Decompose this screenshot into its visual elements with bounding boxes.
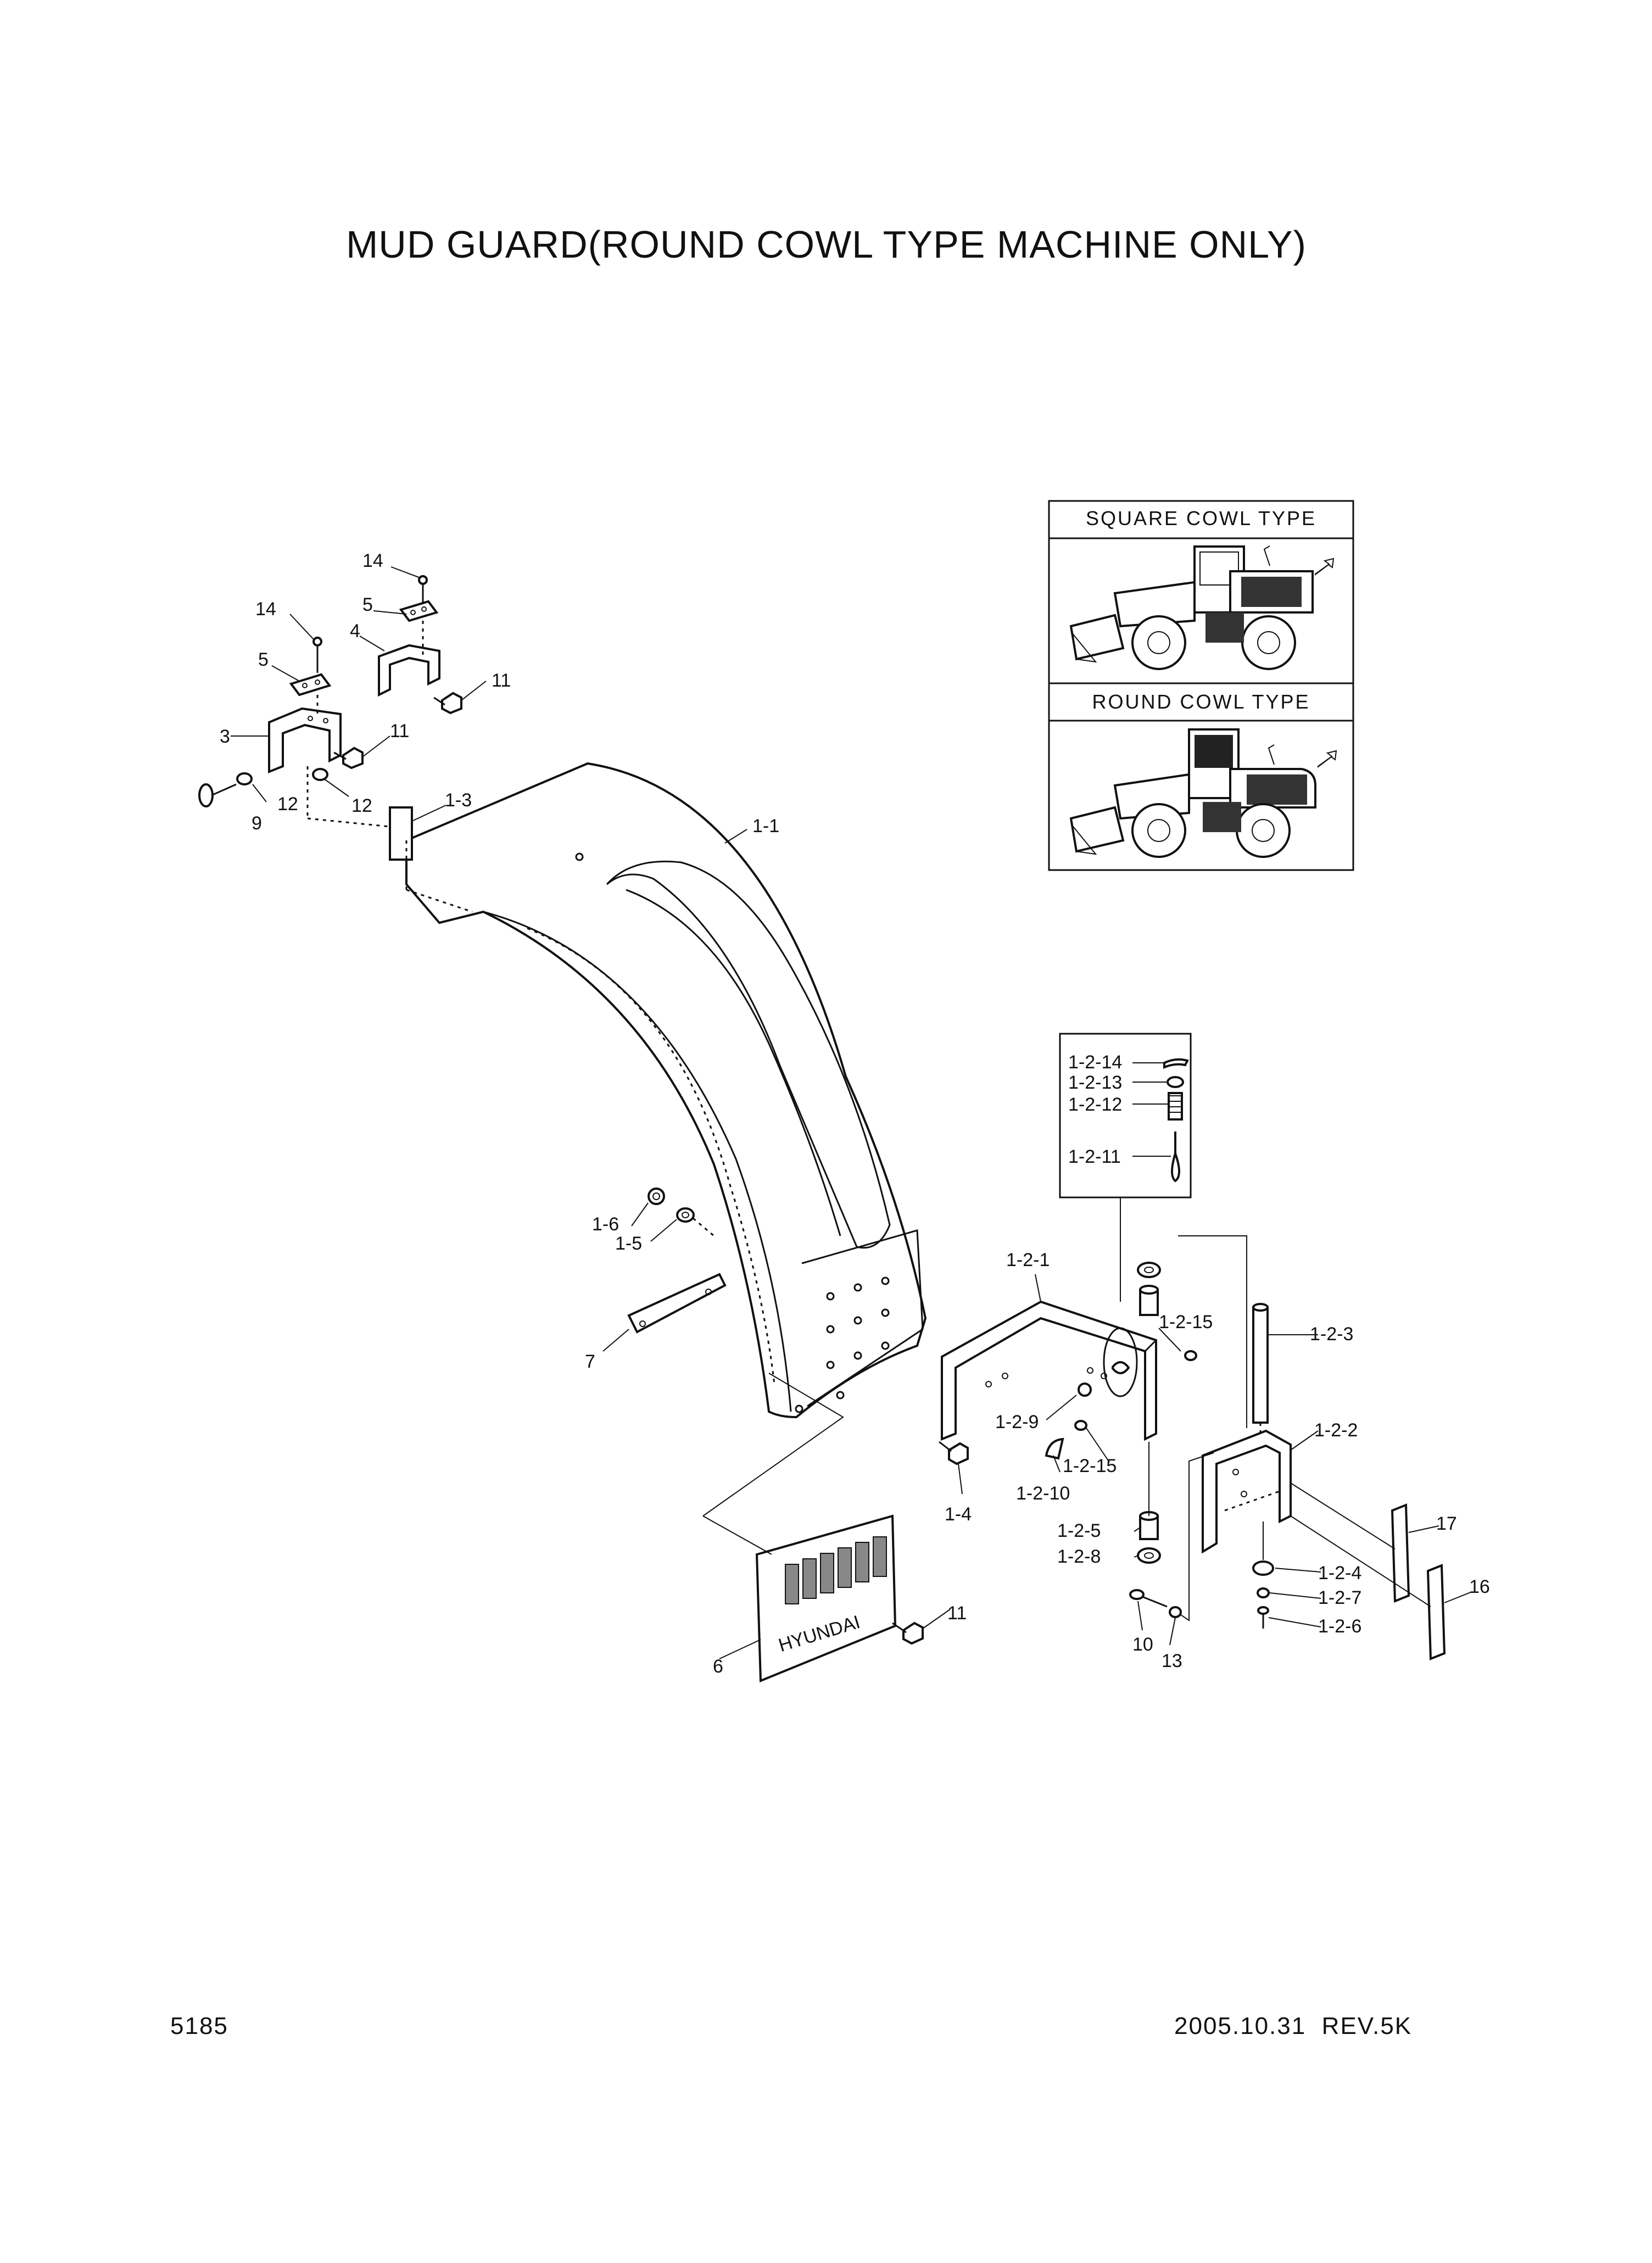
callout-1-2-15: 1-2-15 xyxy=(1063,1456,1117,1476)
washer-1-2-7 xyxy=(1257,1587,1270,1598)
mud-flap-6: HYUNDAI xyxy=(755,1514,897,1682)
callout-5: 5 xyxy=(258,649,269,670)
washer-1-2-8-lower xyxy=(1137,1547,1161,1564)
callout-1-2-13: 1-2-13 xyxy=(1068,1072,1122,1093)
washer-1-2-4 xyxy=(1252,1560,1274,1576)
callout-1-2-5: 1-2-5 xyxy=(1057,1520,1101,1541)
callout-14: 14 xyxy=(362,550,383,571)
callout-1-5: 1-5 xyxy=(615,1233,642,1254)
callout-14: 14 xyxy=(255,599,276,620)
callout-1-2-7: 1-2-7 xyxy=(1318,1587,1361,1608)
bracket-3 xyxy=(268,707,342,773)
callout-1-2-15: 1-2-15 xyxy=(1159,1312,1213,1333)
washer-1-2-8-top xyxy=(1137,1262,1161,1278)
stay-7 xyxy=(627,1273,727,1334)
callout-1-2-14: 1-2-14 xyxy=(1068,1052,1122,1073)
callout-1-2-11: 1-2-11 xyxy=(1068,1146,1121,1167)
page-title: MUD GUARD(ROUND COWL TYPE MACHINE ONLY) xyxy=(346,223,1307,266)
square-cowl-loader-illustration xyxy=(1069,545,1335,670)
callout-1-2-4: 1-2-4 xyxy=(1318,1563,1361,1584)
plate-17 xyxy=(1391,1503,1410,1603)
callout-1-1: 1-1 xyxy=(752,816,779,837)
round-cowl-label: ROUND COWL TYPE xyxy=(1092,690,1310,713)
callout-9: 9 xyxy=(252,813,262,834)
callout-1-2-6: 1-2-6 xyxy=(1318,1616,1361,1637)
callout-12: 12 xyxy=(277,794,298,815)
callout-1-2-2: 1-2-2 xyxy=(1314,1420,1358,1441)
plate-5-lower xyxy=(289,673,332,696)
callout-1-2-1: 1-2-1 xyxy=(1006,1250,1050,1270)
washer-1-5 xyxy=(676,1207,695,1223)
bolt-1-4 xyxy=(939,1441,969,1465)
bracket-4 xyxy=(378,644,440,697)
pin-1-2-3 xyxy=(1252,1303,1269,1424)
callout-17: 17 xyxy=(1436,1513,1457,1534)
square-cowl-label: SQUARE COWL TYPE xyxy=(1086,507,1316,529)
callout-16: 16 xyxy=(1469,1576,1490,1597)
callout-1-2-8: 1-2-8 xyxy=(1057,1546,1101,1567)
detail-box-1-2-11-to-14 xyxy=(1059,1033,1192,1302)
bolt-10 xyxy=(1129,1589,1168,1608)
callout-1-2-12: 1-2-12 xyxy=(1068,1094,1122,1115)
page-number: 5185 xyxy=(170,2013,228,2039)
fender-bolt-holes xyxy=(575,852,890,1413)
washer-13 xyxy=(1169,1606,1182,1618)
callout-1-2-10: 1-2-10 xyxy=(1016,1483,1070,1504)
bolt-14-lower xyxy=(312,637,322,673)
callout-4: 4 xyxy=(350,621,360,642)
callout-11: 11 xyxy=(492,670,511,691)
bolt-1-2-6 xyxy=(1257,1606,1269,1629)
plate-16 xyxy=(1426,1564,1446,1660)
callout-7: 7 xyxy=(585,1351,595,1372)
leader-lines xyxy=(231,566,1472,1659)
callout-11: 11 xyxy=(947,1603,967,1624)
callout-1-4: 1-4 xyxy=(945,1504,972,1525)
callout-10: 10 xyxy=(1132,1634,1153,1655)
callout-13: 13 xyxy=(1162,1651,1182,1671)
bracket-1-2-1 xyxy=(941,1300,1157,1441)
callout-1-2-9: 1-2-9 xyxy=(995,1412,1039,1433)
fender-1-1 xyxy=(405,762,927,1419)
bush-1-2-5-lower xyxy=(1139,1511,1159,1540)
plate-5-upper xyxy=(399,600,439,622)
revision-date: 2005.10.31 REV.5K xyxy=(1174,2013,1413,2039)
bolt-11-middle xyxy=(333,746,364,770)
bracket-1-3 xyxy=(389,806,473,913)
callout-1-3: 1-3 xyxy=(445,790,472,811)
callout-6: 6 xyxy=(713,1656,723,1677)
bolt-9 xyxy=(198,783,237,807)
cowl-type-inset: SQUARE COWL TYPE ROUND COWL TYPE xyxy=(1048,500,1354,871)
callout-1-6: 1-6 xyxy=(592,1214,619,1235)
callout-1-2-3: 1-2-3 xyxy=(1310,1324,1353,1345)
callout-11: 11 xyxy=(390,721,409,742)
washer-12-right xyxy=(312,768,328,781)
bush-1-2-5-top xyxy=(1139,1285,1159,1316)
washer-12-left xyxy=(236,772,253,785)
washer-1-2-15-left xyxy=(1074,1420,1087,1431)
hinge-detail-circle xyxy=(1103,1327,1138,1397)
bolt-14-upper xyxy=(418,575,428,604)
callout-3: 3 xyxy=(220,726,230,747)
callout-labels: 14 5 4 14 5 3 11 11 12 12 9 1-3 1-1 1-6 … xyxy=(220,550,1490,1677)
callout-12: 12 xyxy=(351,795,372,816)
nut-1-2-9 xyxy=(1078,1383,1092,1397)
washer-1-2-15-right xyxy=(1184,1350,1197,1361)
bolt-11-upper xyxy=(433,692,462,715)
round-cowl-loader-illustration xyxy=(1069,728,1337,858)
nut-1-6 xyxy=(648,1188,665,1205)
bolt-11-lower xyxy=(892,1621,924,1645)
callout-5: 5 xyxy=(362,594,373,615)
grease-nipple-1-2-10 xyxy=(1045,1437,1064,1460)
bracket-1-2-2 xyxy=(1202,1429,1292,1554)
